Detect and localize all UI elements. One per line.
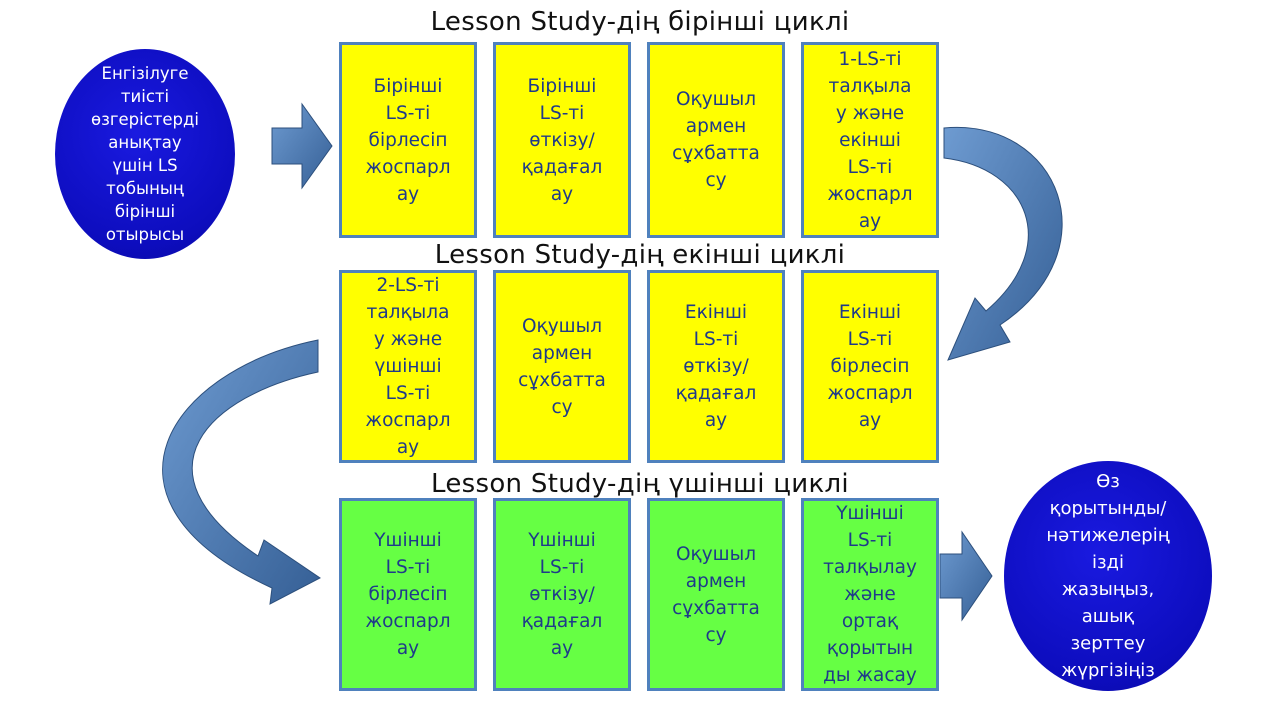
cycle-1-step-3: Оқушыл армен сұхбатта су — [647, 42, 785, 238]
cycle-3-step-4: Үшінші LS-ті талқылау және ортақ қорытын… — [801, 498, 939, 691]
arrow-cycle2-to-cycle3 — [162, 339, 321, 605]
end-circle: Өз қорытынды/ нәтижелерің ізді жазыңыз, … — [1004, 461, 1212, 691]
cycle-2-step-3: Екінші LS-ті өткізу/ қадағал ау — [647, 270, 785, 463]
cycle-2-title: Lesson Study-дің екінші циклі — [434, 240, 846, 270]
arrow-start-to-cycle1 — [271, 102, 333, 190]
cycle-1-step-2: Бірінші LS-ті өткізу/ қадағал ау — [493, 42, 631, 238]
cycle-3-step-1: Үшінші LS-ті бірлесіп жоспарл ау — [339, 498, 477, 691]
cycle-3-step-2: Үшінші LS-ті өткізу/ қадағал ау — [493, 498, 631, 691]
cycle-3-title: Lesson Study-дің үшінші циклі — [431, 469, 849, 499]
cycle-3-step-3: Оқушыл армен сұхбатта су — [647, 498, 785, 691]
arrow-cycle1-to-cycle2 — [943, 127, 1063, 361]
cycle-1-step-1: Бірінші LS-ті бірлесіп жоспарл ау — [339, 42, 477, 238]
cycle-1-step-4: 1-LS-ті талқыла у және екінші LS-ті жосп… — [801, 42, 939, 238]
arrow-cycle3-to-end — [939, 530, 993, 622]
cycle-1-title: Lesson Study-дің бірінші циклі — [430, 7, 850, 37]
start-circle: Енгізілуге тиісті өзгерістерді анықтау ү… — [55, 49, 235, 259]
cycle-2-step-2: Оқушыл армен сұхбатта су — [493, 270, 631, 463]
cycle-2-step-4: Екінші LS-ті бірлесіп жоспарл ау — [801, 270, 939, 463]
cycle-2-step-1: 2-LS-ті талқыла у және үшінші LS-ті жосп… — [339, 270, 477, 463]
